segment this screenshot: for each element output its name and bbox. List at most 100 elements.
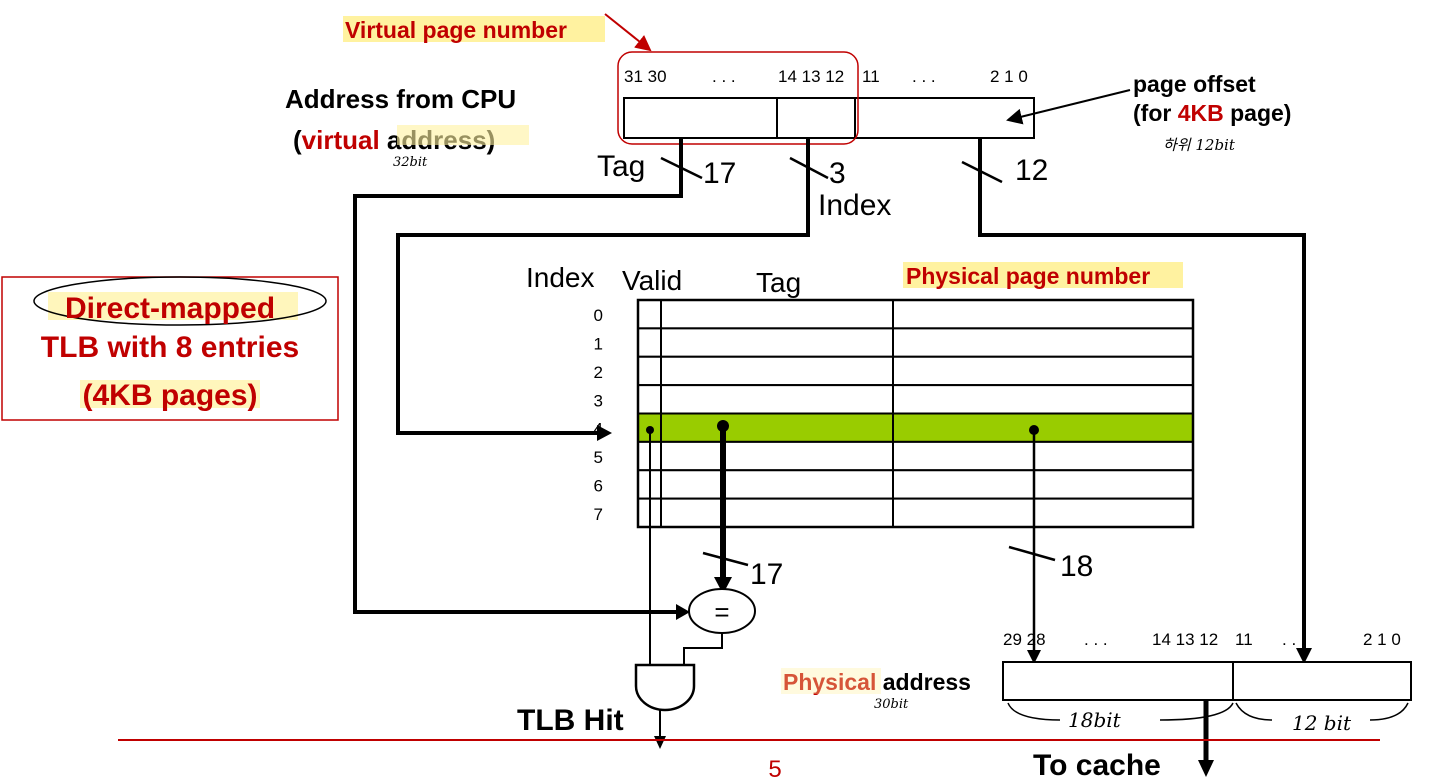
tlb-row-3 xyxy=(637,384,1194,415)
ppn-width-label: 18 xyxy=(1060,550,1093,583)
index-field-label: Index xyxy=(818,189,891,222)
callout-4kb-pages: 4KB pages xyxy=(92,379,247,412)
tlb-row-7 xyxy=(637,497,1194,528)
tag-wire-arrowhead xyxy=(676,604,690,620)
to-cache-arrowhead xyxy=(1198,760,1214,777)
tlb-row-index-2: 2 xyxy=(594,363,603,382)
tlb-row-index-7: 7 xyxy=(594,505,603,524)
tag-wire xyxy=(353,138,683,614)
tlb-row-index-4: 4 xyxy=(594,420,603,439)
va-bit-14-12: 14 13 12 xyxy=(778,67,844,86)
ppn-header-highlight xyxy=(903,262,1183,288)
bus-width-slashes xyxy=(660,156,1056,567)
callout-line-1: Direct-mapped xyxy=(65,292,275,325)
brace-12bit xyxy=(1235,702,1409,721)
index-wire-arrowhead xyxy=(597,425,612,441)
offset-width-label: 12 xyxy=(1015,154,1048,187)
pa-bit-2-0: 2 1 0 xyxy=(1363,630,1401,649)
offset-slash xyxy=(961,160,1003,184)
virtual-word: virtual xyxy=(302,125,380,155)
comparator-equals: = xyxy=(714,597,729,627)
physical-word-highlight xyxy=(781,668,881,694)
tlb-row-index-0: 0 xyxy=(594,306,603,325)
virtual-address-box xyxy=(623,97,1035,139)
physical-word: Physical xyxy=(783,669,876,695)
index-slash xyxy=(789,156,829,180)
tlb-hit-arrowhead xyxy=(654,736,666,749)
va-bit-2-0: 2 1 0 xyxy=(990,67,1028,86)
physical-address-box xyxy=(1002,661,1412,701)
tlb-rows xyxy=(637,299,1194,528)
tag-readout-arrowhead xyxy=(714,577,732,594)
callout-line-3: (4KB pages) xyxy=(82,379,257,412)
pa-bit-11: 11 xyxy=(1235,630,1253,649)
va-dots-2: . . . xyxy=(912,67,936,86)
ppn-readout-arrowhead xyxy=(1027,650,1041,664)
tlb-row-0 xyxy=(637,299,1194,330)
paren-open: ( xyxy=(293,125,302,155)
tlb-header-ppn: Physical page number xyxy=(906,263,1150,289)
callout-hand-circle xyxy=(33,276,327,326)
page-offset-arrow xyxy=(1006,89,1131,125)
page-offset-label: page offset xyxy=(1133,71,1256,97)
index-wire xyxy=(396,138,810,435)
pa-bit-14-12: 14 13 12 xyxy=(1152,630,1218,649)
vpn-label-highlight xyxy=(343,16,605,42)
tlb-row-index-1: 1 xyxy=(594,335,603,354)
va-bit-11: 11 xyxy=(862,67,880,86)
brace-12bit-label: 12 bit xyxy=(1292,711,1352,735)
page-number: 5 xyxy=(768,756,781,783)
pa-dots-2: . . . xyxy=(1282,630,1306,649)
tlb-hit-label: TLB Hit xyxy=(517,704,624,737)
tlb-row-2 xyxy=(637,355,1194,387)
callout-paren-open: ( xyxy=(82,379,92,412)
tlb-header-index: Index xyxy=(526,262,595,293)
cpu-address-title: Address from CPU xyxy=(285,84,516,114)
callout-8: 8 xyxy=(176,331,193,364)
tlb-row-1 xyxy=(637,327,1194,358)
page-offset-for: (for xyxy=(1133,100,1178,126)
offset-wire-arrowhead xyxy=(1296,648,1312,664)
pa-bit-29-28: 29 28 xyxy=(1003,630,1046,649)
note-32bit: 32bit xyxy=(393,155,428,170)
va-bit-31-30: 31 30 xyxy=(624,67,667,86)
address-highlight xyxy=(397,125,529,145)
callout-highlight-1 xyxy=(48,292,298,320)
ppn-slash xyxy=(1008,545,1056,562)
tlb-row-index-5: 5 xyxy=(594,448,603,467)
index-width-label: 3 xyxy=(829,157,846,190)
offset-wire xyxy=(978,138,1306,648)
note-30bit: 30bit xyxy=(874,697,909,712)
tlb-header-valid: Valid xyxy=(622,265,682,296)
vpn-outline xyxy=(617,51,859,145)
physical-address-label: Physical address xyxy=(783,669,971,695)
compare-to-and-wire xyxy=(683,633,723,665)
compare-tag-width: 17 xyxy=(750,558,783,591)
tlb-row-labels: 0 1 2 3 4 5 6 7 xyxy=(594,306,603,524)
callout-line-2: TLB with 8 entries xyxy=(41,331,299,364)
tag-width-label: 17 xyxy=(703,157,736,190)
callout-paren-close: ) xyxy=(248,379,258,412)
page-offset-kb: 4KB xyxy=(1178,100,1224,126)
page-offset-page: page) xyxy=(1224,100,1292,126)
tlb-table-outline xyxy=(636,298,1195,529)
and-gate xyxy=(634,663,696,712)
page-offset-korean-note: 하위 12bit xyxy=(1163,136,1236,154)
callout-tlb-with: TLB with xyxy=(41,331,176,364)
tlb-row-index-6: 6 xyxy=(594,476,603,495)
vpn-pointer-arrow xyxy=(604,13,652,52)
vpn-label: Virtual page number xyxy=(345,17,567,43)
brace-18bit xyxy=(1007,702,1234,721)
to-cache-label: To cache xyxy=(1033,749,1161,782)
va-dots-1: . . . xyxy=(712,67,736,86)
tag-field-label: Tag xyxy=(597,150,645,183)
pa-address-word: address xyxy=(876,669,971,695)
tlb-row-index-3: 3 xyxy=(594,391,603,410)
callout-highlight-2 xyxy=(80,380,260,408)
callout-entries: entries xyxy=(192,331,299,364)
va-wires xyxy=(353,138,1306,648)
page-offset-size-label: (for 4KB page) xyxy=(1133,100,1291,126)
tag-slash xyxy=(660,156,703,180)
